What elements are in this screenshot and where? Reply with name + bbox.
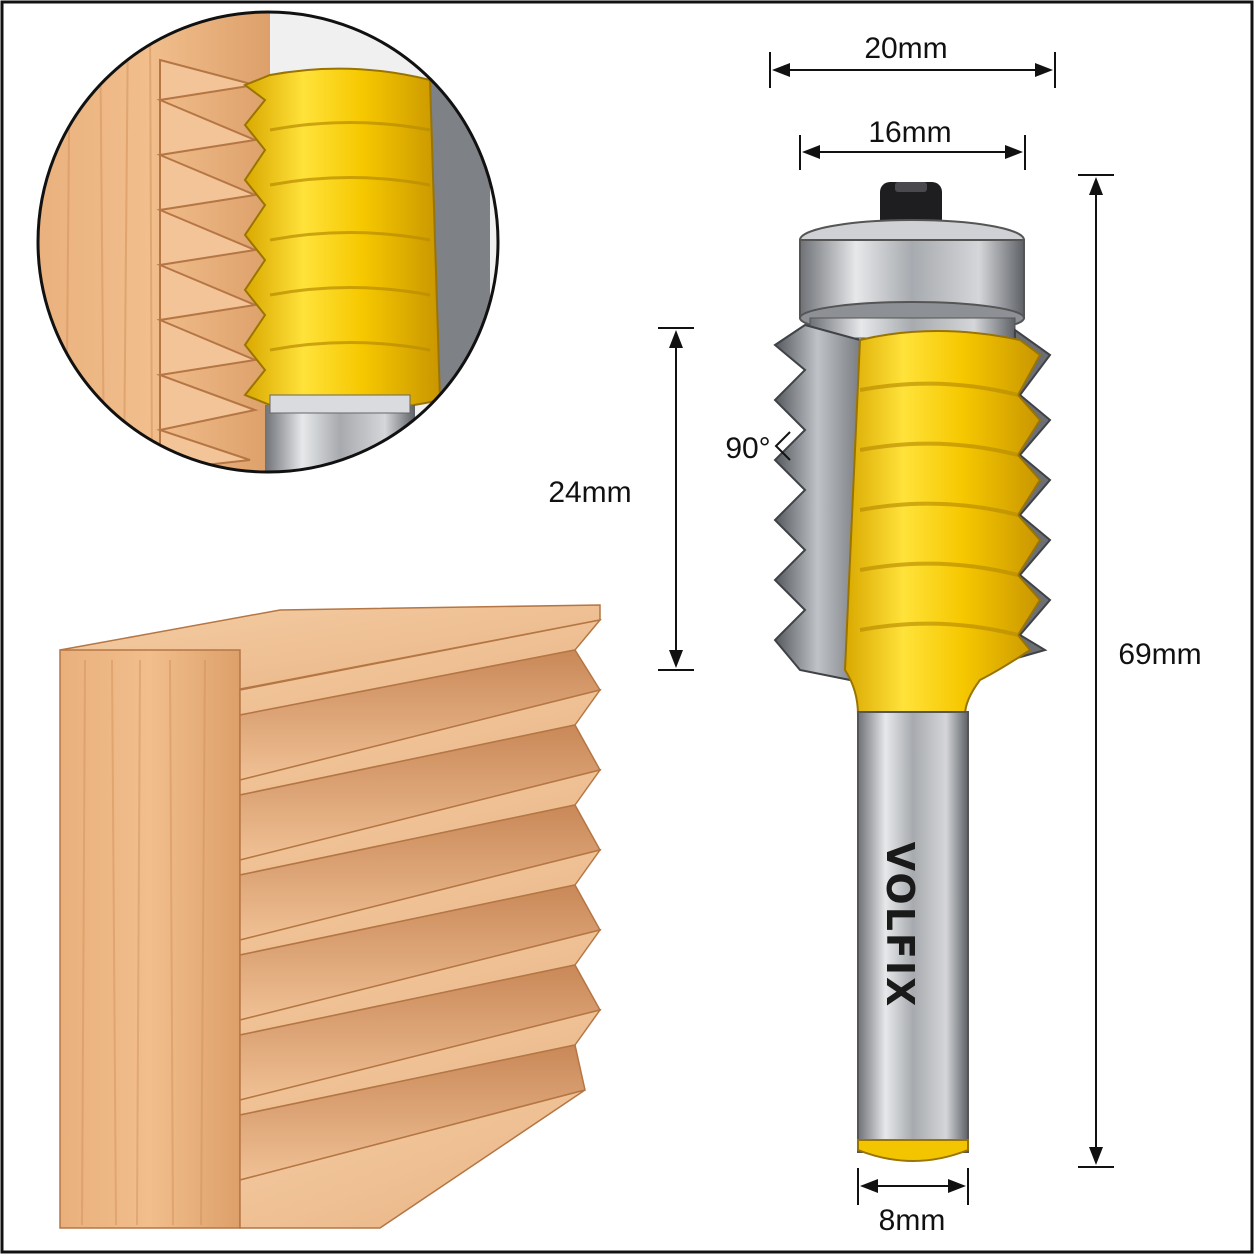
brand-logo: VOLFIX <box>878 842 922 1009</box>
label-shank-diameter: 8mm <box>879 1204 946 1237</box>
carbide-blade <box>773 323 862 682</box>
label-overall-width: 20mm <box>864 32 947 65</box>
router-bit: VOLFIX <box>773 182 1052 1162</box>
angle-marker <box>774 431 791 461</box>
shank <box>857 711 969 1153</box>
wood-block-sample <box>59 604 602 1229</box>
label-cutter-width: 16mm <box>868 116 951 149</box>
guide-bearing <box>799 219 1025 339</box>
dimension-total-length <box>1078 174 1114 1168</box>
dimension-cutting-height <box>658 327 694 671</box>
closeup-circle-frame <box>36 10 500 474</box>
dimension-cutter-width <box>799 135 1026 170</box>
dimension-shank-diameter <box>857 1168 969 1205</box>
label-angle: 90° <box>725 432 770 465</box>
label-total-length: 69mm <box>1118 638 1201 671</box>
dimension-overall-width <box>769 52 1056 88</box>
label-cutting-height: 24mm <box>548 476 631 509</box>
